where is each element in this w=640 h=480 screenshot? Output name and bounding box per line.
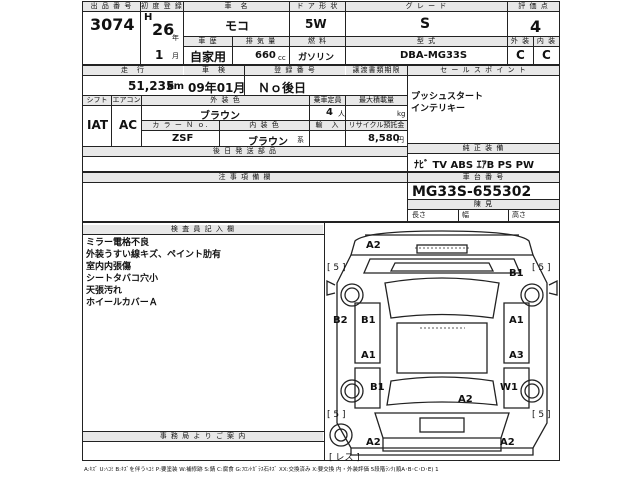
header-caution: 注 事 項 備 欄	[83, 173, 407, 182]
header-office: 事 務 局 よ り ご 案 内	[83, 432, 323, 441]
model-name: モコ	[225, 19, 250, 33]
header-chassis: 車 台 番 号	[408, 173, 559, 182]
recycle-unit: 円	[397, 136, 404, 144]
tire-front-right: [ 5 ]	[532, 263, 551, 273]
color-no-value: ZSF	[172, 133, 194, 144]
chassis-value: MG33S-655302	[412, 184, 532, 200]
header-interior: 内 装	[534, 37, 559, 46]
seats-value: 4	[326, 107, 333, 118]
header-displacement: 排 気 量	[233, 37, 289, 46]
door-type: 5W	[305, 17, 327, 31]
inspector-note-2: 外装うすい線キズ、ペイント肋有	[86, 250, 222, 260]
displacement-unit: cc	[278, 54, 286, 62]
header-door: ド ア 形 状	[290, 2, 345, 11]
header-grade: グ レ ー ド	[346, 2, 507, 11]
load-unit: kg	[397, 110, 406, 118]
header-lot-no: 出 品 番 号	[83, 2, 140, 11]
damage-front-top: A2	[366, 240, 381, 251]
header-inspector: 検 査 員 記 入 欄	[83, 225, 323, 234]
damage-rear-left: A2	[366, 437, 381, 448]
header-ext-color: 外 装 色	[142, 96, 309, 105]
damage-rear-center: A2	[458, 394, 473, 405]
header-transfer: 譲渡書類期限	[346, 66, 407, 75]
header-shift: シフト	[83, 96, 111, 105]
width-label: 幅	[462, 211, 469, 219]
sheet-frame	[82, 1, 560, 461]
aircon-value: AC	[119, 118, 138, 132]
recycle-value: 8,580	[368, 133, 400, 144]
header-score: 評 価 点	[508, 2, 559, 11]
displacement-value: 660	[255, 50, 276, 61]
legend: A:ｷｽﾞ U:ﾍｺﾐ B:ｷｽﾞを伴うﾍｺﾐ P:要塗装 W:補修跡 S:錆 …	[84, 467, 439, 473]
header-first-reg: 初 度 登 録	[141, 2, 183, 11]
inspector-note-4: シートタバコ穴小	[86, 274, 159, 284]
damage-left-front-seat: B1	[361, 315, 376, 326]
sales-point-2: インテリキー	[411, 104, 466, 114]
lot-number: 3074	[90, 15, 135, 34]
vehicle-class: 自家用	[190, 50, 227, 64]
damage-right-front: B1	[509, 268, 524, 279]
exterior-grade: C	[516, 48, 525, 62]
header-int-color: 内 装 色	[220, 121, 309, 130]
spare-tire-label: [ レス ]	[329, 453, 360, 463]
reg-month: 1	[155, 48, 164, 62]
header-fuel: 燃 料	[290, 37, 345, 46]
damage-left-front-door: B2	[333, 315, 348, 326]
header-vehicle-class: 車 歴	[184, 37, 232, 46]
ext-color-value: ブラウン	[200, 111, 240, 122]
tire-rear-right: [ 5 ]	[532, 410, 551, 420]
fuel-value: ガソリン	[298, 53, 335, 63]
height-label: 高さ	[512, 211, 526, 219]
damage-right-rear-wheel: W1	[500, 382, 518, 393]
header-dimensions: 陳 見	[408, 200, 559, 209]
reg-year: 26	[152, 20, 175, 39]
inspector-note-5: 天張汚れ	[86, 286, 123, 296]
tire-rear-left: [ 5 ]	[327, 410, 346, 420]
header-recycle: リサイクル預託金	[346, 121, 407, 130]
interior-grade: C	[542, 48, 551, 62]
mileage-value: 51,235	[128, 79, 175, 93]
header-inspection: 車 検	[184, 66, 244, 75]
shift-value: IAT	[87, 118, 109, 132]
seats-unit: 人	[338, 110, 345, 118]
header-sales-points: セ ー ル ス ポ イ ン ト	[408, 66, 559, 75]
damage-right-front-door: A1	[509, 315, 524, 326]
registration-value: Ｎｏ後日	[258, 81, 307, 95]
inspector-note-6: ホイールカバーＡ	[86, 298, 158, 308]
header-registration: 登 録 番 号	[245, 66, 345, 75]
inspector-note-1: ミラー電格不良	[86, 238, 150, 248]
inspection-value: 09年01月	[188, 81, 246, 95]
header-seats: 乗車定員	[310, 96, 345, 105]
int-color-suffix: 系	[297, 136, 304, 144]
int-color-value: ブラウン	[248, 137, 288, 148]
grade-value: S	[420, 16, 431, 32]
damage-left-rear-seat: B1	[370, 382, 385, 393]
header-color-no: カ ラ ー Ｎ ｏ.	[142, 121, 219, 130]
score-value: 4	[530, 17, 542, 36]
inspector-note-3: 室内内張傷	[86, 262, 132, 272]
header-later-parts: 後 日 発 送 部 品	[83, 147, 407, 156]
header-model-type: 型 式	[346, 37, 507, 46]
damage-right-rear-door: A3	[509, 350, 524, 361]
equipment-value: ﾅﾋﾞ TV ABS ｴｱB PS PW	[414, 160, 535, 171]
damage-left-rear-door: A1	[361, 350, 376, 361]
era-mark: H	[144, 12, 153, 23]
header-import: 輸 入	[310, 121, 345, 130]
car-diagram	[326, 230, 558, 456]
model-type-value: DBA-MG33S	[400, 50, 468, 61]
sales-point-1: プッシュスタート	[411, 92, 484, 102]
header-equipment: 純 正 装 備	[408, 144, 559, 153]
header-exterior: 外 装	[508, 37, 533, 46]
header-max-load: 最大積載量	[346, 96, 407, 105]
month-unit: 月	[172, 52, 179, 60]
mileage-unit: km	[167, 81, 185, 92]
damage-rear-right: A2	[500, 437, 515, 448]
header-model-name: 車 名	[184, 2, 289, 11]
header-aircon: エアコン	[112, 96, 141, 105]
tire-front-left: [ 5 ]	[327, 263, 346, 273]
year-unit: 年	[172, 34, 179, 42]
length-label: 長さ	[412, 211, 426, 219]
header-mileage: 走 行	[83, 66, 183, 75]
